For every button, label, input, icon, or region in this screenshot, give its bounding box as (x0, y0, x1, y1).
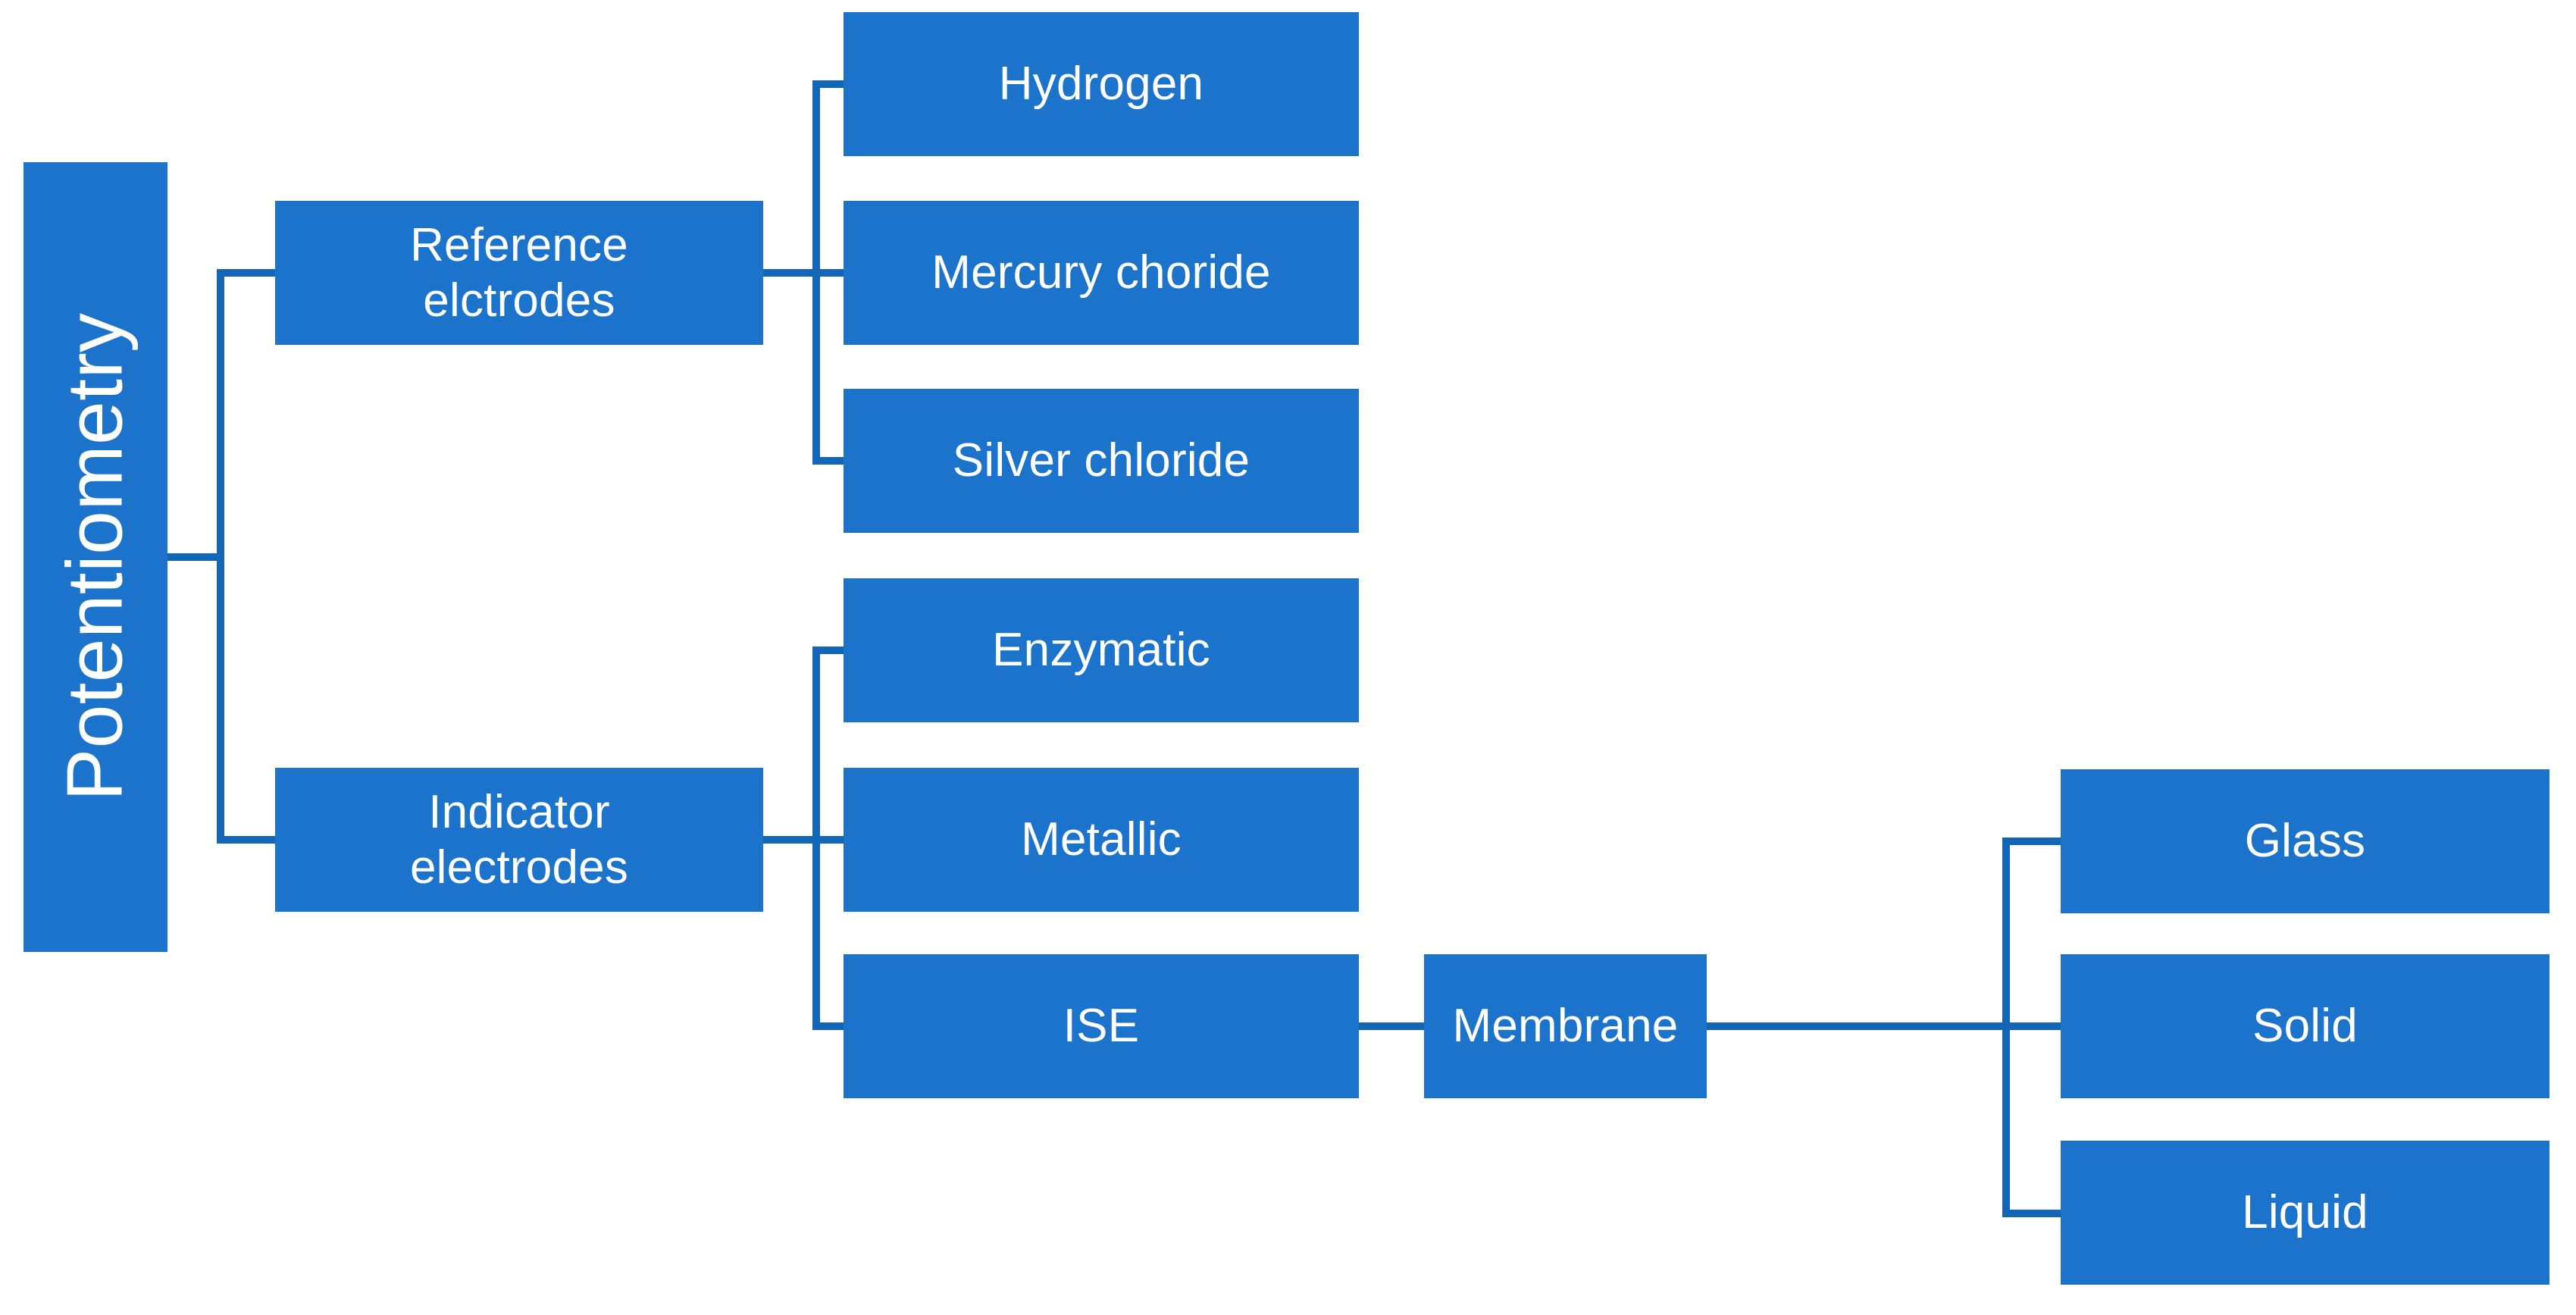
connector-indicator-to-enzymatic (812, 647, 847, 654)
connector-membrane-bridge (1707, 1022, 2007, 1030)
node-silver-chloride[interactable]: Silver chloride (844, 389, 1359, 533)
connector-indicator-to-metallic (812, 836, 847, 844)
connector-membrane-to-solid (2002, 1022, 2061, 1030)
node-solid[interactable]: Solid (2061, 954, 2549, 1098)
connector-root-to-reference (217, 269, 276, 277)
connector-root-stub (167, 553, 223, 561)
connector-reference-to-mercury (812, 269, 847, 277)
connector-reference-stub (763, 269, 816, 277)
connector-root-trunk (217, 269, 224, 844)
node-indicator-electrodes[interactable]: Indicator electrodes (275, 768, 763, 912)
connector-indicator-stub (763, 836, 816, 844)
node-membrane[interactable]: Membrane (1424, 954, 1707, 1098)
node-ise[interactable]: ISE (844, 954, 1359, 1098)
node-enzymatic[interactable]: Enzymatic (844, 578, 1359, 722)
node-hydrogen[interactable]: Hydrogen (844, 12, 1359, 156)
node-reference-electrodes[interactable]: Reference elctrodes (275, 201, 763, 345)
connector-indicator-to-ise (812, 1022, 847, 1030)
node-metallic[interactable]: Metallic (844, 768, 1359, 912)
connector-reference-to-hydrogen (812, 80, 847, 88)
connector-membrane-to-glass (2002, 838, 2061, 845)
node-mercury-chloride[interactable]: Mercury choride (844, 201, 1359, 345)
connector-reference-to-silver (812, 457, 847, 465)
node-potentiometry[interactable]: Potentiometry (23, 162, 167, 952)
connector-membrane-to-liquid (2002, 1210, 2061, 1217)
connector-ise-to-membrane (1359, 1022, 1424, 1030)
node-liquid[interactable]: Liquid (2061, 1141, 2549, 1285)
connector-root-to-indicator (217, 836, 276, 844)
node-glass[interactable]: Glass (2061, 769, 2549, 913)
